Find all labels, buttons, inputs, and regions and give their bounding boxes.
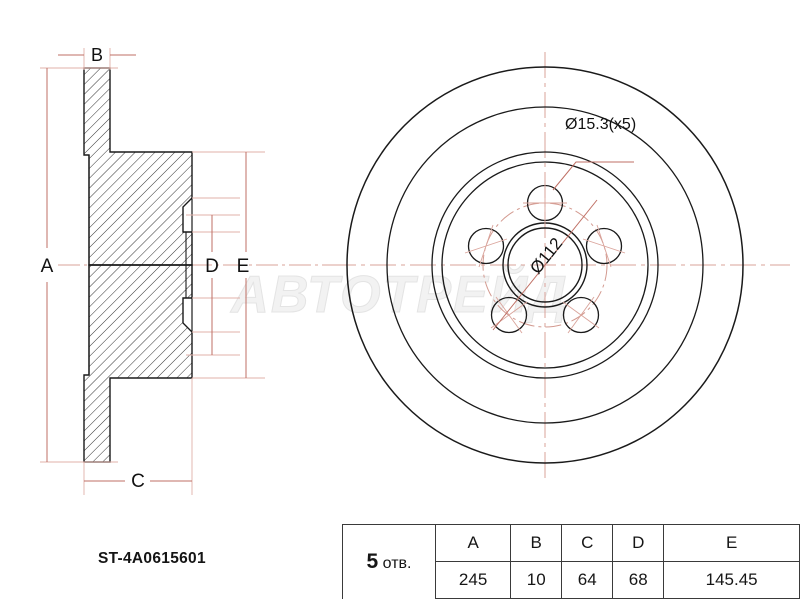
bolt-hole-centerline-b <box>495 296 523 334</box>
bolt-circle-dimension-line <box>492 199 598 331</box>
section-profile-upper <box>83 67 193 266</box>
dimension-c: C <box>84 471 192 492</box>
specification-table: 5 отв. A B C D E 245 10 64 68 145.45 <box>342 524 800 599</box>
disc-friction-inner-circle <box>386 106 704 424</box>
dimension-e-label: E <box>237 256 250 277</box>
holes-count-cell: 5 отв. <box>342 524 436 599</box>
value-cell-d: 68 <box>612 561 665 599</box>
bolt-hole-centerline-b <box>596 224 612 268</box>
dimension-e: E <box>237 152 250 378</box>
header-cell-c: C <box>561 524 614 562</box>
bolt-hole-callout: Ø15.3(x5) <box>552 116 636 191</box>
dimension-a: A <box>41 68 54 462</box>
header-cell-a: A <box>434 524 512 562</box>
bolt-hole-group <box>464 181 626 334</box>
bolt-hole-callout-label: Ø15.3(x5) <box>565 116 636 133</box>
holes-count-number: 5 <box>366 549 379 573</box>
bolt-hole-centerline-b <box>567 296 595 334</box>
dimension-a-label: A <box>41 256 54 277</box>
dimension-b-label: B <box>91 45 103 65</box>
bolt-hole-circle <box>585 227 623 265</box>
holes-count-text: отв. <box>382 554 412 572</box>
header-cell-d: D <box>612 524 665 562</box>
center-bore-inner-circle <box>507 227 583 303</box>
dimension-d: D <box>205 215 219 355</box>
bolt-hole-centerline-b <box>478 224 494 268</box>
header-cell-e: E <box>663 524 800 562</box>
table-row-values: 245 10 64 68 145.45 <box>343 561 800 599</box>
value-cell-c: 64 <box>561 561 614 599</box>
disc-outer-circle <box>346 66 744 464</box>
front-view: Ø15.3(x5) Ø112 <box>330 52 790 480</box>
value-cell-a: 245 <box>434 561 512 599</box>
value-cell-b: 10 <box>510 561 563 599</box>
section-view: A B C D <box>40 45 330 495</box>
value-cell-e: 145.45 <box>663 561 800 599</box>
dimension-b: B <box>58 45 136 65</box>
bolt-hole-circle <box>490 296 528 334</box>
section-profile-lower <box>83 264 193 463</box>
part-number-label: ST-4A0615601 <box>98 550 206 567</box>
bolt-hole <box>582 224 626 268</box>
dimension-c-label: C <box>131 471 145 492</box>
dimension-d-label: D <box>205 256 219 277</box>
bolt-hole <box>523 181 567 225</box>
bolt-hole <box>490 296 528 334</box>
table-row-headers: 5 отв. A B C D E <box>342 524 800 599</box>
disc-hat-outer-circle <box>431 151 659 379</box>
bolt-hole-circle <box>562 296 600 334</box>
bolt-hole-leader-line <box>552 161 634 191</box>
bolt-hole-circle <box>467 227 505 265</box>
header-cell-b: B <box>510 524 563 562</box>
disc-hat-inner-circle <box>441 161 649 369</box>
bolt-hole <box>464 224 508 268</box>
watermark-text: АВТОТРЕЙД <box>229 264 568 324</box>
bolt-hole <box>562 296 600 334</box>
